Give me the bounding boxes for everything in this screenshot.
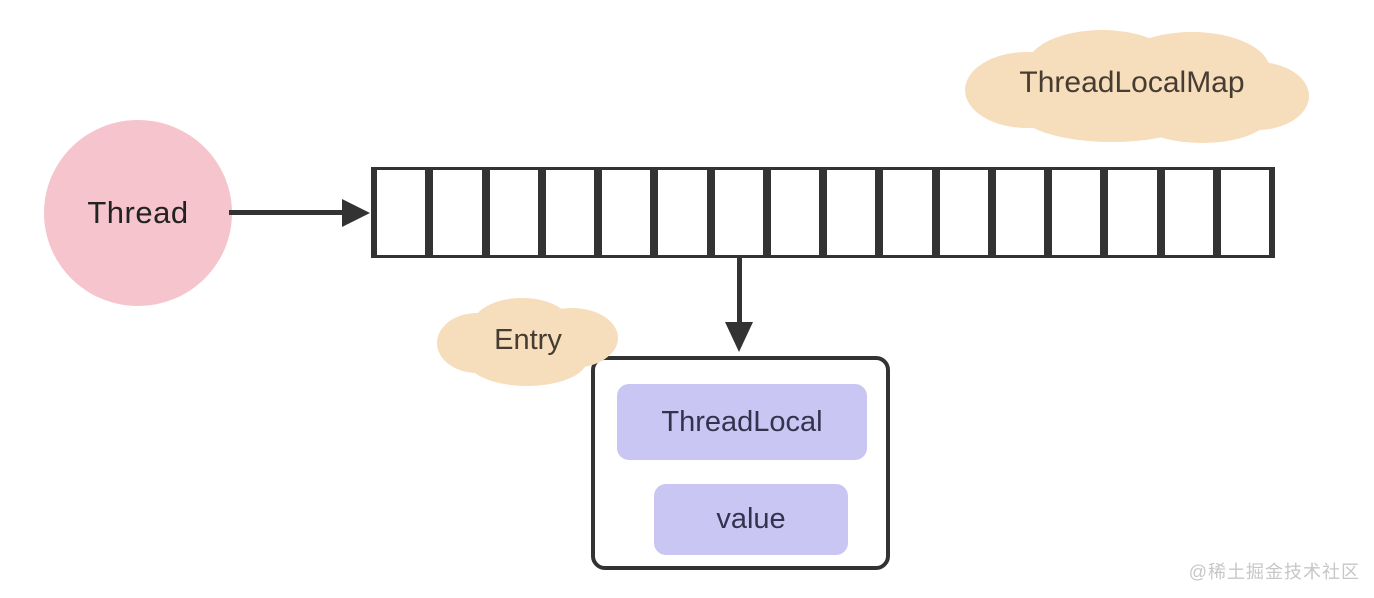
- array-cell: [824, 170, 879, 255]
- array-cell: [599, 170, 654, 255]
- array-to-entry-arrow-head: [725, 322, 753, 352]
- array-cell: [711, 170, 766, 255]
- array-to-entry-arrow-line: [737, 257, 742, 325]
- cloud-shape-icon: [437, 298, 618, 386]
- thread-to-array-arrow-line: [229, 210, 345, 215]
- array-cell: [374, 170, 429, 255]
- entry-field-value: value: [654, 484, 848, 555]
- array-cell: [1161, 170, 1216, 255]
- threadlocalmap-label: ThreadLocalMap: [1019, 66, 1245, 99]
- array-cell: [880, 170, 935, 255]
- threadlocalmap-array: [371, 167, 1275, 258]
- cloud-shape-icon: [965, 30, 1309, 143]
- entry-cloud: Entry: [432, 288, 624, 392]
- array-cell: [992, 170, 1047, 255]
- array-cell: [936, 170, 991, 255]
- array-cell: [430, 170, 485, 255]
- array-cell: [1217, 170, 1272, 255]
- entry-box: ThreadLocal value: [591, 356, 890, 570]
- thread-to-array-arrow-head: [342, 199, 370, 227]
- entry-label: Entry: [494, 323, 562, 356]
- watermark: @稀土掘金技术社区: [1188, 562, 1360, 582]
- array-cell: [1105, 170, 1160, 255]
- array-cell: [655, 170, 710, 255]
- threadlocalmap-cloud: ThreadLocalMap: [952, 18, 1312, 148]
- thread-label: Thread: [87, 195, 189, 230]
- array-cell: [486, 170, 541, 255]
- entry-field-threadlocal-label: ThreadLocal: [661, 405, 823, 438]
- entry-field-threadlocal: ThreadLocal: [617, 384, 867, 460]
- array-cell: [1049, 170, 1104, 255]
- array-cell: [767, 170, 822, 255]
- thread-node: Thread: [44, 120, 232, 306]
- array-cell: [542, 170, 597, 255]
- entry-field-value-label: value: [716, 503, 786, 535]
